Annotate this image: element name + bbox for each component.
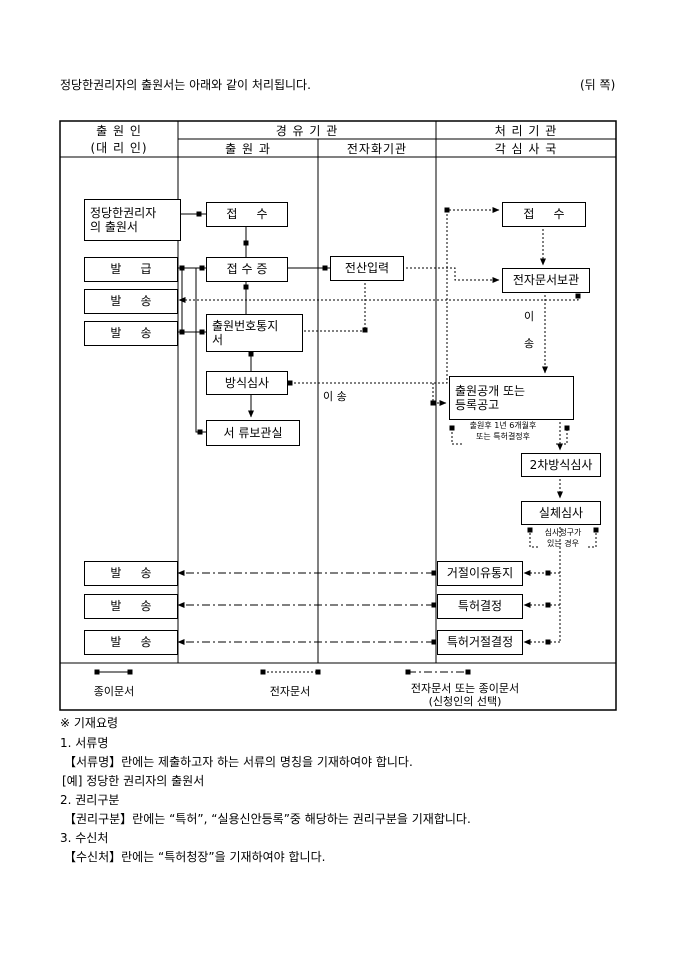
header-applicant-line1: 출 원 인: [96, 124, 142, 138]
box-edoc-storage: 전자문서보관: [502, 268, 590, 293]
box-application-number-notice: 출원번호통지 서: [206, 314, 303, 352]
intro-text: 정당한권리자의 출원서는 아래와 같이 처리됩니다.: [60, 78, 311, 92]
box-receipt-application-division: 접 수: [206, 202, 288, 227]
header-digitization-org: 전자화기관: [346, 141, 408, 156]
box-computer-input: 전산입력: [330, 256, 404, 281]
note-exam-request: 심사청구가 있는 경우: [531, 528, 595, 550]
label-transfer-vertical-1: 이: [524, 310, 535, 323]
box-applicant-document: 정당한권리자 의 출원서: [84, 199, 181, 241]
instruction-line-2: 【서류명】란에는 제출하고자 하는 서류의 명칭을 기재하여야 합니다.: [64, 755, 413, 769]
note-exam-request-line2: 있는 경우: [547, 538, 579, 548]
header-via-organization: 경 유 기 관: [275, 123, 339, 138]
note-publication-timing-line2: 또는 특허결정후: [475, 431, 531, 441]
header-applicant: 출 원 인 (대 리 인): [60, 121, 178, 157]
box-patent-decision: 특허결정: [437, 594, 523, 619]
box-application-number-notice-line2: 서: [212, 333, 224, 347]
header-applicant-line2: (대 리 인): [90, 141, 148, 155]
label-transfer-vertical-2: 송: [524, 337, 535, 350]
box-applicant-document-line1: 정당한권리자: [90, 205, 157, 220]
box-send-5: 발 송: [84, 630, 178, 655]
instruction-line-4: 2. 권리구분: [60, 793, 120, 807]
box-publication: 출원공개 또는 등록공고: [449, 376, 574, 420]
legend-choice-line1: 전자문서 또는 종이문서: [410, 682, 520, 695]
note-publication-timing-line1: 출원후 1년 6개월후: [469, 421, 537, 430]
instruction-line-3: [예] 정당한 권리자의 출원서: [62, 774, 205, 788]
header-processing-organization: 처 리 기 관: [494, 123, 558, 138]
box-substantive-exam: 실체심사: [521, 501, 601, 525]
box-formality-exam: 방식심사: [206, 371, 288, 395]
box-publication-line1: 출원공개 또는: [455, 383, 526, 398]
legend-paper-document: 종이문서: [93, 685, 135, 698]
note-exam-request-line1: 심사청구가: [544, 528, 582, 537]
header-application-division: 출 원 과: [225, 141, 271, 156]
instruction-line-1: 1. 서류명: [60, 736, 109, 750]
instructions-heading: ※ 기재요령: [60, 716, 119, 730]
instruction-line-7: 【수신처】란에는 “특허청장”을 기재하여야 합니다.: [64, 850, 326, 864]
box-document-storage: 서 류보관실: [206, 420, 300, 446]
note-publication-timing: 출원후 1년 6개월후 또는 특허결정후: [450, 421, 556, 443]
header-exam-bureau: 각 심 사 국: [494, 141, 558, 156]
box-application-number-notice-line1: 출원번호통지: [212, 318, 279, 333]
box-publication-line2: 등록공고: [455, 398, 500, 412]
legend-electronic-document: 전자문서: [269, 685, 311, 698]
box-second-formality-exam: 2차방식심사: [521, 453, 601, 477]
box-rejection-notice: 거절이유통지: [437, 561, 523, 586]
instruction-line-5: 【권리구분】란에는 “특허”, “실용신안등록”중 해당하는 권리구분을 기재합…: [64, 812, 471, 826]
box-receipt-exam-bureau: 접 수: [502, 202, 586, 227]
box-send-1: 발 송: [84, 289, 178, 314]
instruction-line-6: 3. 수신처: [60, 831, 109, 845]
label-transfer: 이 송: [323, 390, 347, 403]
box-send-2: 발 송: [84, 321, 178, 346]
box-receipt-certificate: 접 수 증: [206, 257, 288, 282]
box-patent-rejection-decision: 특허거절결정: [437, 630, 523, 655]
legend-choice-line2: (신청인의 선택): [428, 695, 502, 708]
page-side-label: (뒤 쪽): [580, 78, 616, 92]
box-send-4: 발 송: [84, 594, 178, 619]
box-applicant-document-line2: 의 출원서: [90, 220, 138, 234]
box-send-3: 발 송: [84, 561, 178, 586]
box-issue: 발 급: [84, 257, 178, 282]
